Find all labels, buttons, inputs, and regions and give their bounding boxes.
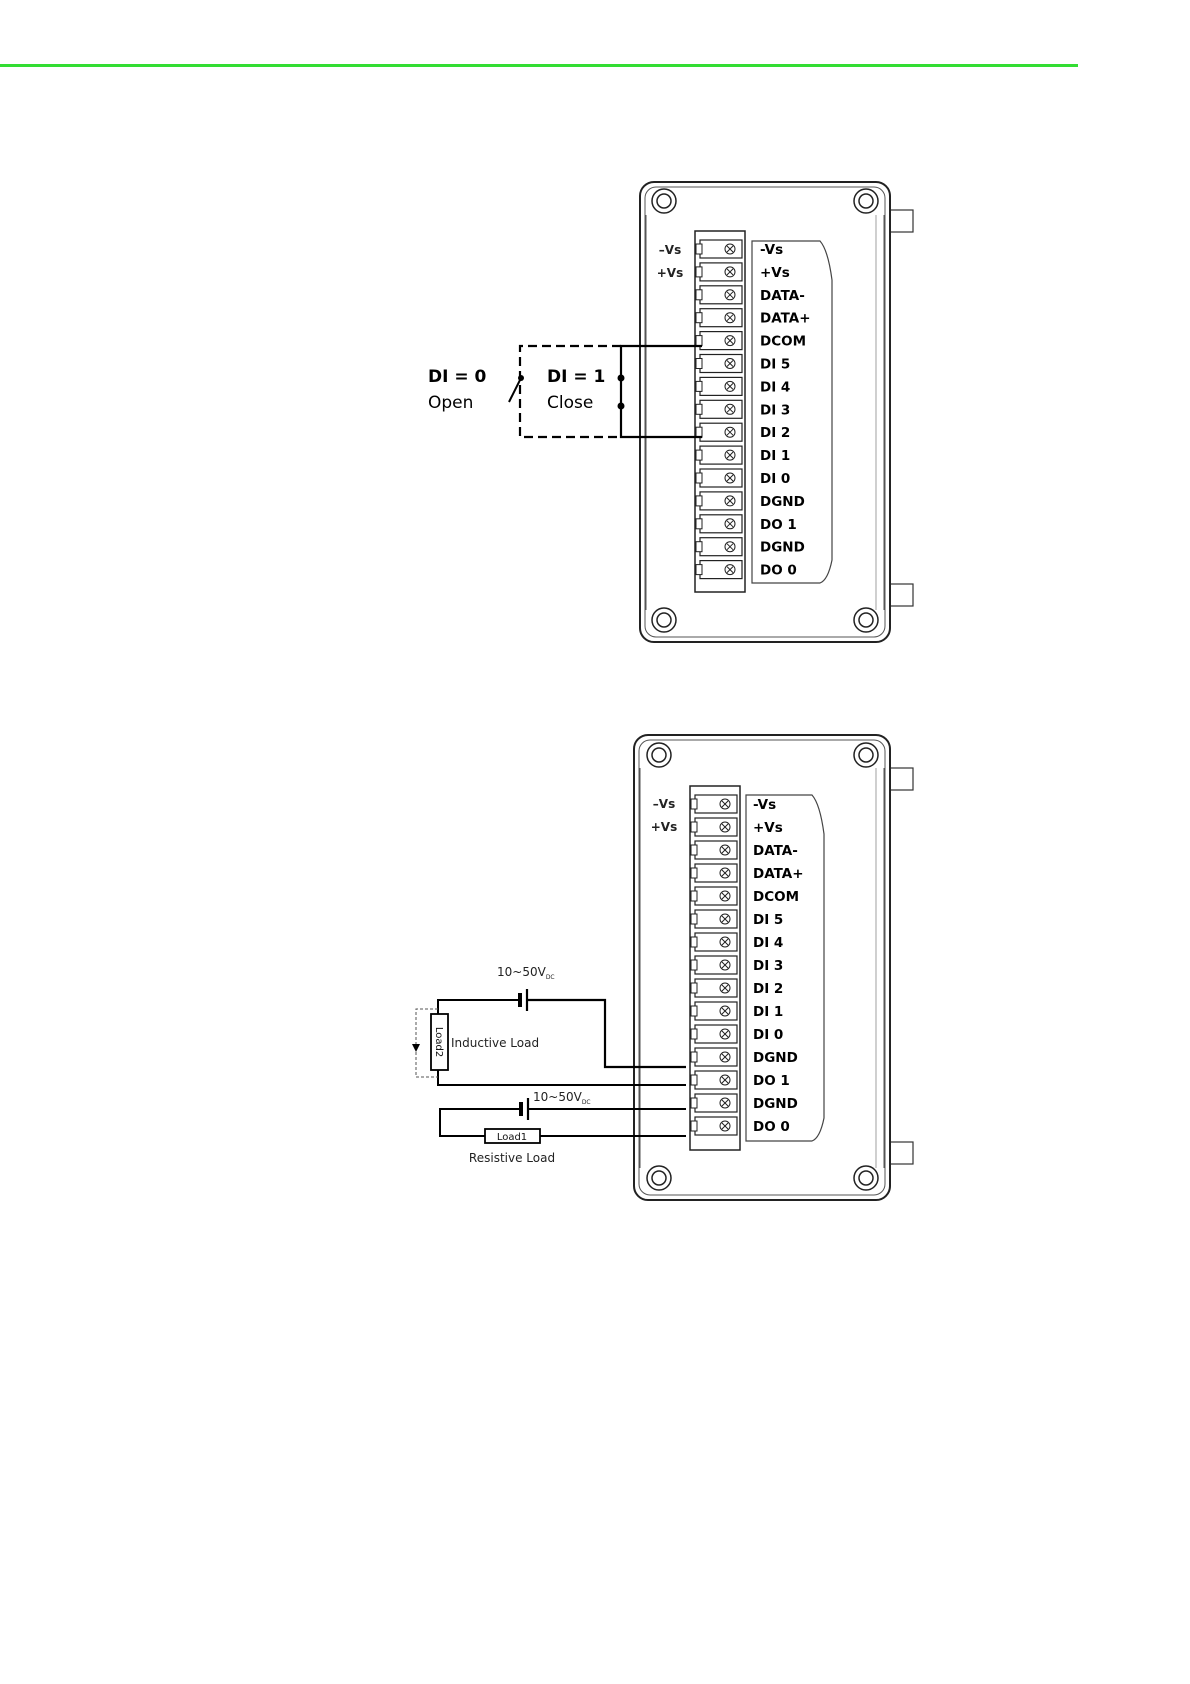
terminal-screw bbox=[691, 1002, 737, 1020]
di0-label: DI = 0 bbox=[428, 367, 487, 387]
terminal-label: DI 4 bbox=[760, 379, 790, 395]
terminal-label: DO 1 bbox=[753, 1073, 790, 1089]
terminal-screw bbox=[696, 561, 742, 579]
terminal-label: DI 3 bbox=[753, 958, 783, 974]
di1-state: Close bbox=[547, 393, 593, 413]
side-label-plus-vs: +Vs bbox=[651, 820, 677, 834]
resistive-load-label: Resistive Load bbox=[469, 1151, 555, 1165]
terminal-screw bbox=[696, 240, 742, 258]
terminal-screw bbox=[691, 841, 737, 859]
terminal-label: DI 5 bbox=[760, 357, 790, 373]
terminal-screw bbox=[696, 355, 742, 373]
terminal-screw bbox=[696, 492, 742, 510]
terminal-screw bbox=[691, 795, 737, 813]
terminal-screw bbox=[691, 864, 737, 882]
terminal-label: +Vs bbox=[760, 265, 790, 281]
terminal-label: DI 3 bbox=[760, 402, 790, 418]
inductive-load-label: Inductive Load bbox=[451, 1036, 539, 1050]
terminal-label: DGND bbox=[753, 1096, 798, 1112]
load1-label: Load1 bbox=[497, 1132, 527, 1143]
terminal-label: DCOM bbox=[760, 334, 806, 350]
terminal-screw bbox=[691, 1025, 737, 1043]
load2-label: Load2 bbox=[433, 1027, 444, 1057]
terminal-label: DI 1 bbox=[760, 448, 790, 464]
side-label-minus-vs: –Vs bbox=[659, 243, 681, 257]
terminal-screw bbox=[696, 377, 742, 395]
voltage-label-top: 10~50VDC bbox=[497, 965, 555, 981]
terminal-screw bbox=[691, 1071, 737, 1089]
terminal-screw bbox=[691, 887, 737, 905]
voltage-label-bottom: 10~50VDC bbox=[533, 1090, 591, 1106]
terminal-screw bbox=[691, 979, 737, 997]
terminal-block-2 bbox=[691, 795, 737, 1135]
terminal-label: DGND bbox=[753, 1050, 798, 1066]
terminal-label: DATA- bbox=[760, 288, 805, 304]
di0-state: Open bbox=[428, 393, 473, 413]
terminal-screw bbox=[691, 910, 737, 928]
terminal-label: DI 2 bbox=[760, 425, 790, 441]
terminal-block-1 bbox=[696, 240, 742, 579]
terminal-screw bbox=[691, 1094, 737, 1112]
terminal-label: DI 5 bbox=[753, 912, 783, 928]
terminal-screw bbox=[696, 446, 742, 464]
terminal-screw bbox=[691, 956, 737, 974]
terminal-screw bbox=[696, 332, 742, 350]
terminal-label: DO 0 bbox=[753, 1119, 790, 1135]
terminal-screw bbox=[696, 286, 742, 304]
arrow-up-icon bbox=[412, 1044, 420, 1052]
terminal-label: DO 1 bbox=[760, 517, 797, 533]
terminal-label: DATA+ bbox=[753, 866, 804, 882]
terminal-label: DGND bbox=[760, 540, 805, 556]
terminal-label: DI 4 bbox=[753, 935, 783, 951]
terminal-screw bbox=[696, 263, 742, 281]
terminal-screw bbox=[691, 933, 737, 951]
terminal-screw bbox=[696, 538, 742, 556]
terminal-label: DI 1 bbox=[753, 1004, 783, 1020]
side-label-minus-vs: –Vs bbox=[653, 797, 675, 811]
terminal-label: DO 0 bbox=[760, 563, 797, 579]
terminal-label: -Vs bbox=[753, 797, 776, 813]
side-label-plus-vs: +Vs bbox=[657, 266, 683, 280]
terminal-screw bbox=[691, 1048, 737, 1066]
terminal-screw bbox=[696, 400, 742, 418]
terminal-label: DCOM bbox=[753, 889, 799, 905]
terminal-screw bbox=[691, 1117, 737, 1135]
terminal-label: DI 2 bbox=[753, 981, 783, 997]
terminal-label: -Vs bbox=[760, 242, 783, 258]
terminal-label: +Vs bbox=[753, 820, 783, 836]
terminal-label: DATA+ bbox=[760, 311, 811, 327]
terminal-screw bbox=[696, 309, 742, 327]
terminal-label: DGND bbox=[760, 494, 805, 510]
terminal-label: DI 0 bbox=[760, 471, 790, 487]
terminal-label: DATA- bbox=[753, 843, 798, 859]
terminal-screw bbox=[696, 423, 742, 441]
terminal-screw bbox=[696, 515, 742, 533]
di1-label: DI = 1 bbox=[547, 367, 605, 387]
terminal-screw bbox=[691, 818, 737, 836]
terminal-label: DI 0 bbox=[753, 1027, 783, 1043]
terminal-screw bbox=[696, 469, 742, 487]
